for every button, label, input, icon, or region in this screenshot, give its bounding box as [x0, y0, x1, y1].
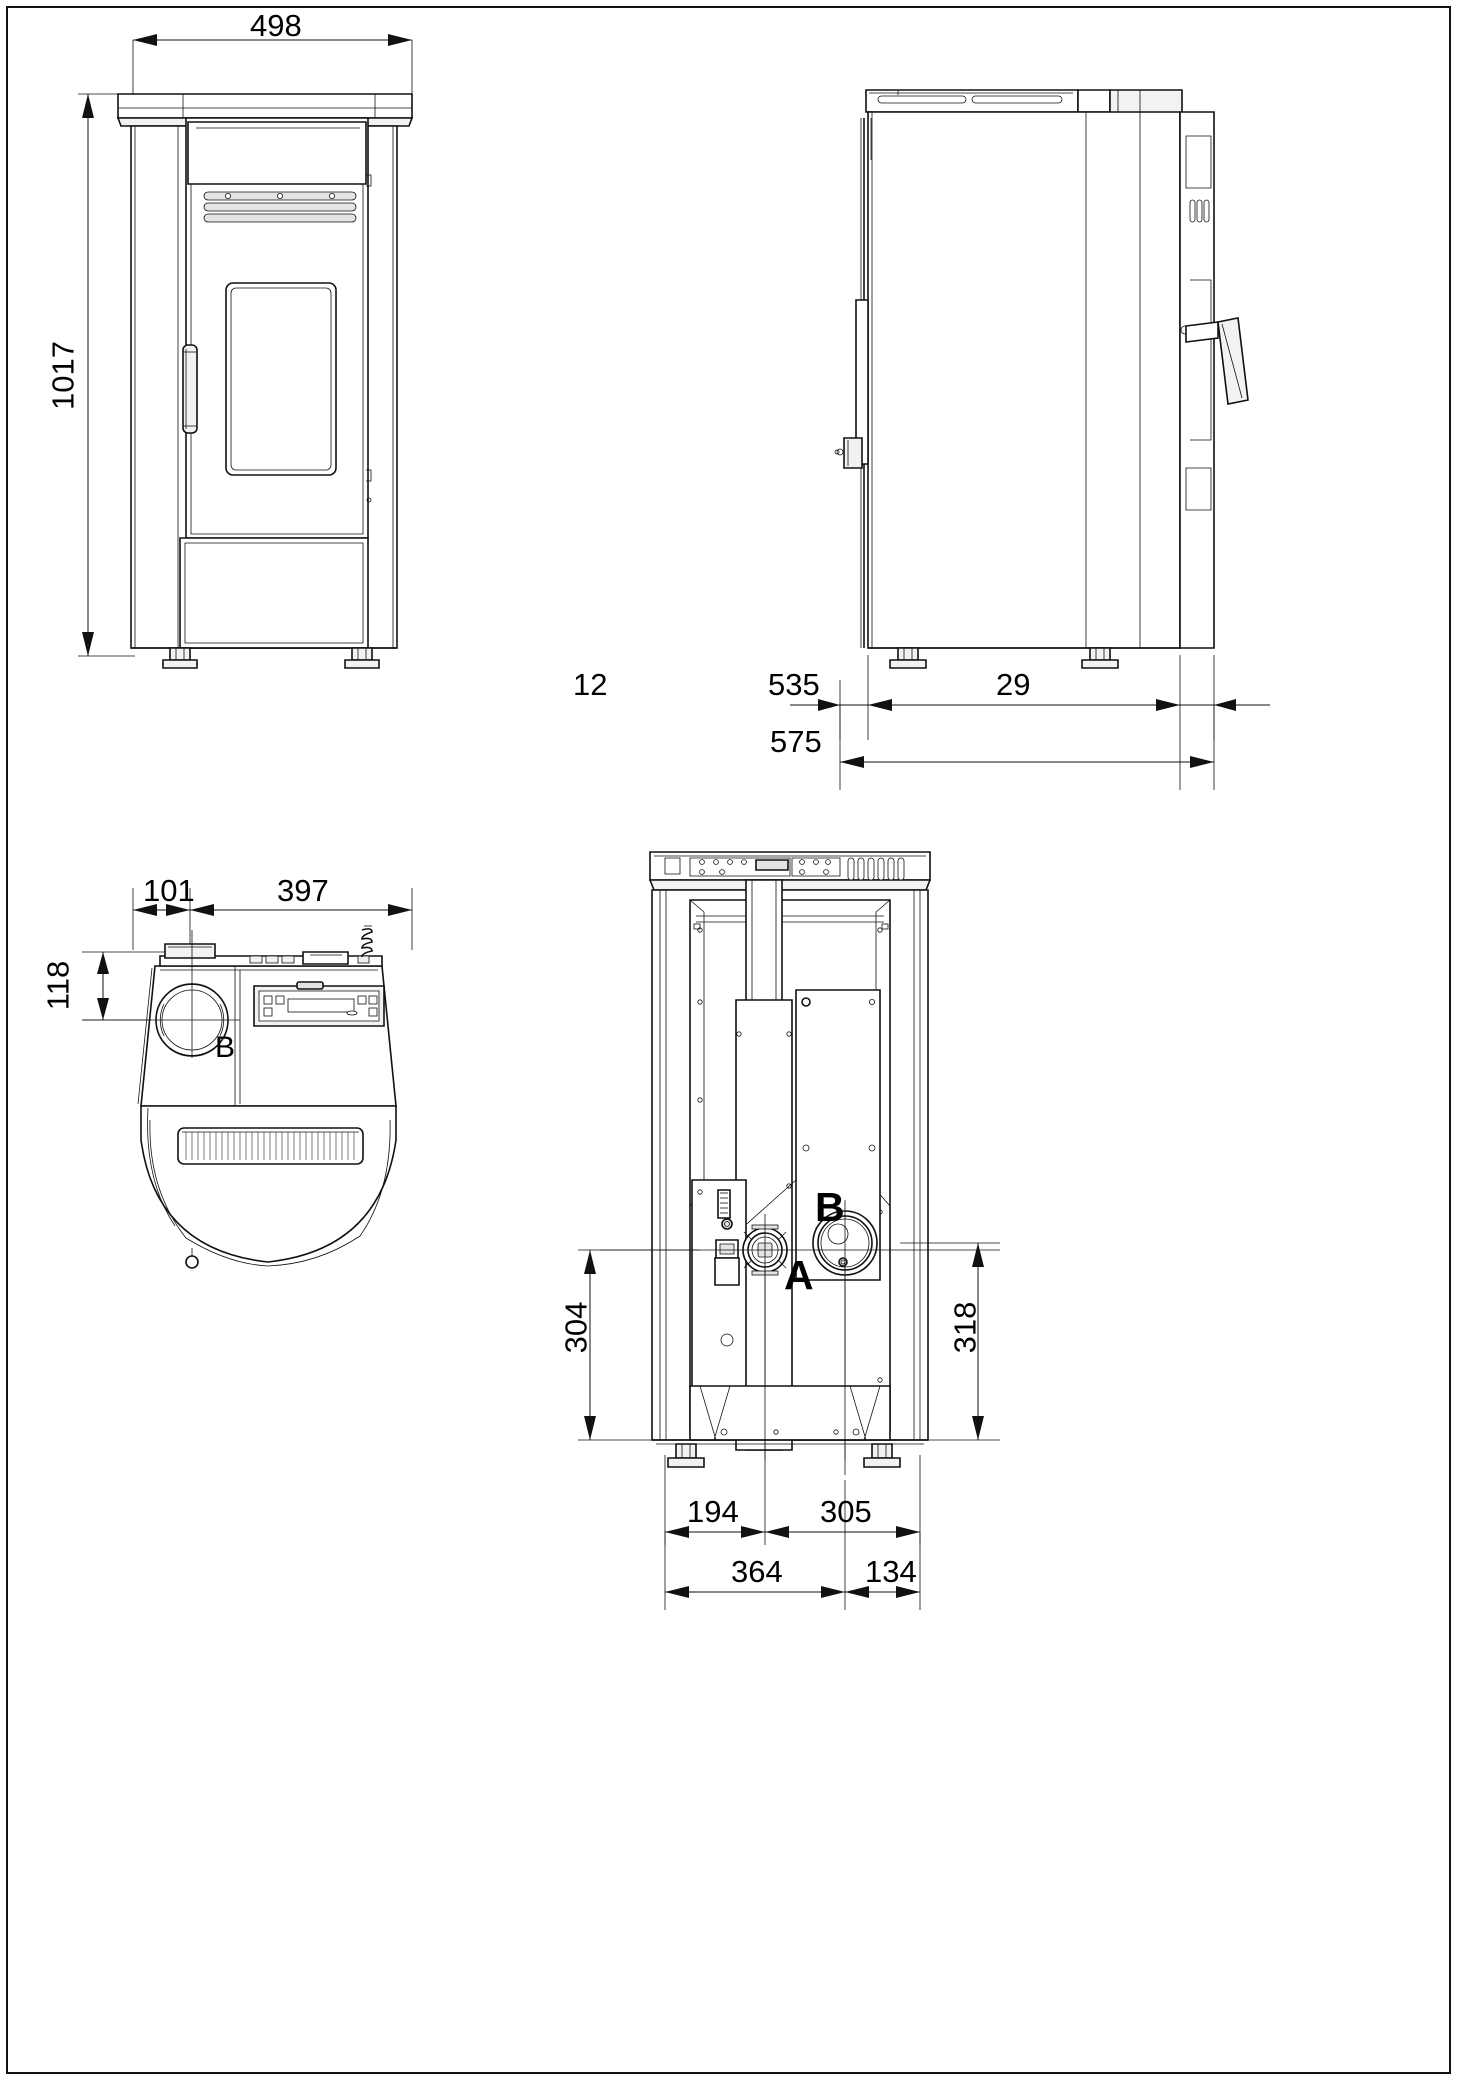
side-handle	[1180, 317, 1249, 405]
side-front-protrusion	[834, 299, 869, 469]
front-lower-drawer	[179, 537, 369, 649]
top-spring	[361, 925, 373, 958]
top-front-apron	[140, 1105, 397, 1269]
side-rear-column	[1179, 111, 1249, 649]
top-bottom-knob	[185, 1248, 199, 1269]
dim-side-29-text: 29	[996, 667, 1031, 702]
dim-top-101-text: 101	[143, 873, 195, 908]
rear-top-cap	[648, 851, 932, 891]
rear-lower-apron	[652, 1385, 928, 1468]
dim-rear-364-text: 364	[731, 1554, 783, 1589]
door-window	[225, 282, 337, 476]
dim-top-397-text: 397	[277, 873, 329, 908]
top-grille	[177, 1127, 364, 1165]
rear-electrical-box	[691, 1179, 747, 1421]
dim-rear-chain-1	[664, 1265, 921, 1545]
top-control-panel	[253, 981, 385, 1027]
side-body	[860, 111, 1181, 649]
dim-side-12-text: 12	[573, 667, 608, 702]
dim-side-total	[839, 705, 1215, 790]
dim-rear-305-text: 305	[820, 1494, 872, 1529]
side-vent-slots	[1189, 199, 1210, 223]
dim-side-575-text: 575	[770, 724, 822, 759]
side-knob	[834, 448, 844, 456]
dim-rear-318	[900, 1242, 1000, 1441]
dim-front-height	[78, 93, 135, 657]
front-feet	[131, 647, 397, 669]
top-grille-slats	[185, 1132, 355, 1160]
top-flue-outlet	[82, 930, 240, 1058]
dim-rear-chain-2	[664, 1480, 921, 1610]
rear-terminal-block	[717, 1189, 731, 1219]
rear-power-socket	[714, 1239, 740, 1286]
door-grille	[203, 191, 357, 223]
door-handle	[182, 344, 198, 434]
rear-right-panel	[739, 989, 881, 1281]
dim-side-chain	[790, 655, 1270, 790]
rear-cap-vents	[847, 857, 905, 881]
side-top-plate	[865, 89, 1183, 115]
dim-side-535-text: 535	[768, 667, 820, 702]
front-door	[182, 117, 372, 539]
rear-label-a: A	[784, 1252, 814, 1298]
dim-front-width-text: 498	[250, 8, 302, 43]
dim-top-chain	[132, 888, 413, 1030]
rear-flue-outlet-b	[600, 1200, 1000, 1460]
side-feet	[868, 647, 1180, 669]
drawing-frame	[6, 6, 1451, 2074]
dim-rear-304	[578, 1249, 700, 1441]
dim-rear-194-text: 194	[687, 1494, 739, 1529]
dim-rear-304-text: 304	[558, 1301, 594, 1354]
dim-rear-318-text: 318	[947, 1301, 983, 1354]
top-flue-label-b: B	[215, 1031, 236, 1064]
top-rear-strip	[159, 925, 383, 967]
rear-label-b: B	[815, 1184, 845, 1230]
dim-rear-134-text: 134	[865, 1554, 917, 1589]
